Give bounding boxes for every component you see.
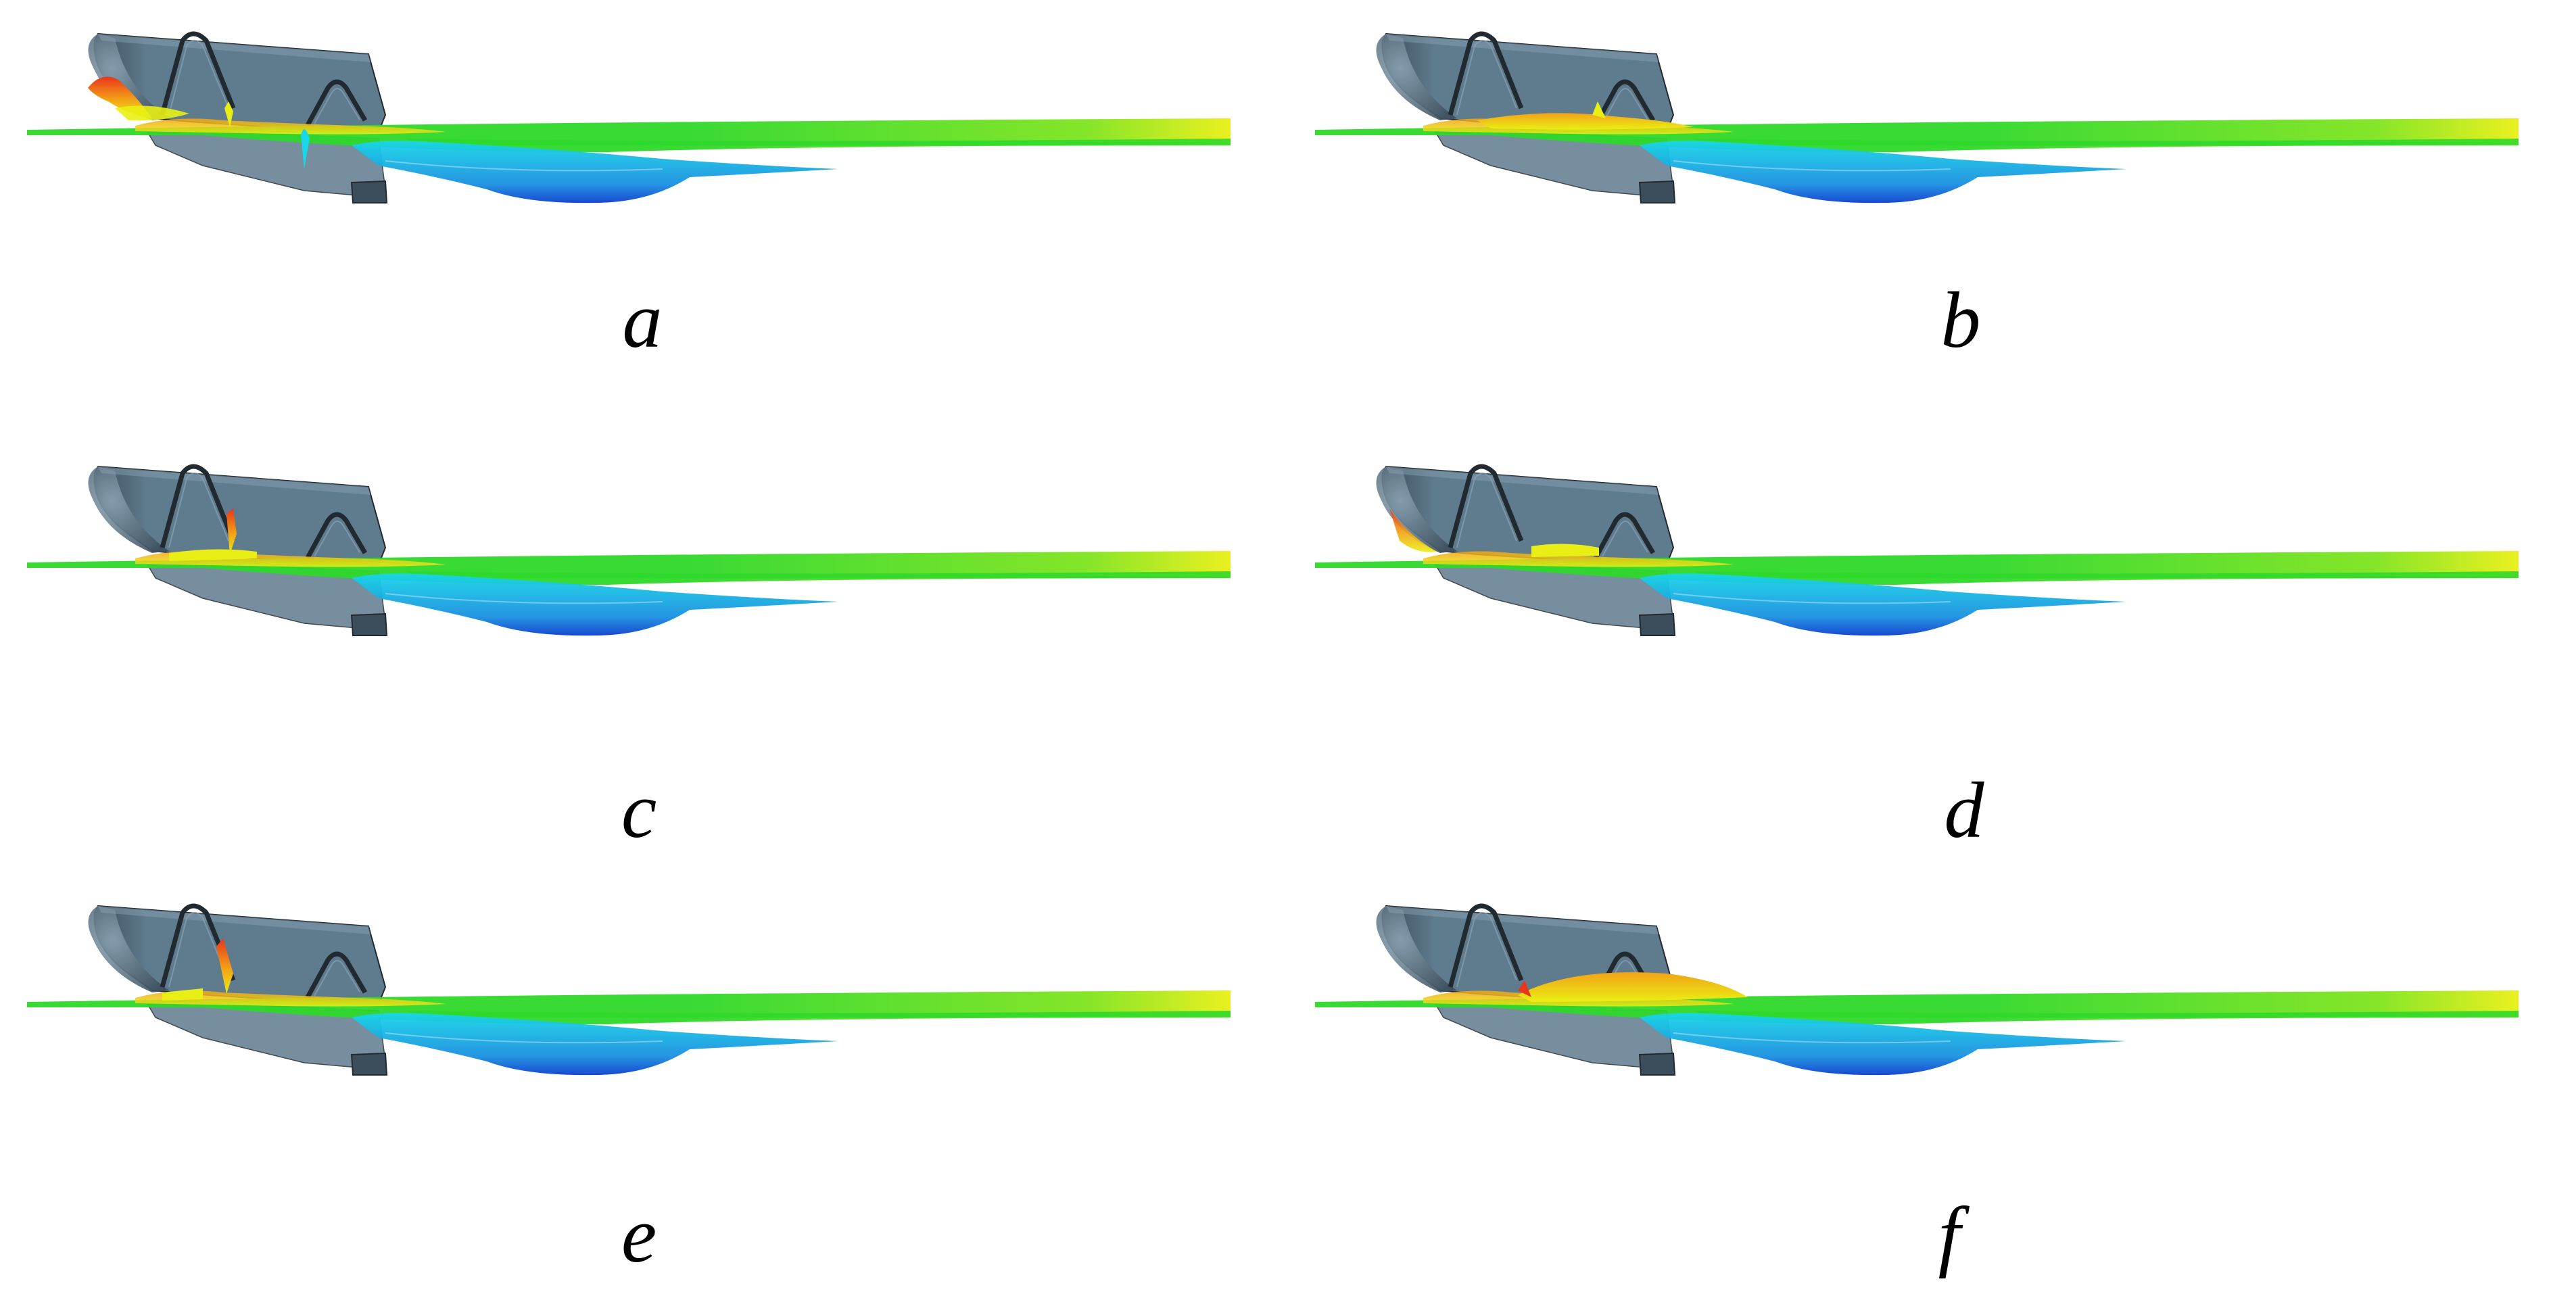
ship-wave-render <box>1315 31 2519 203</box>
panel-e: e <box>0 872 1288 1291</box>
panel-label-d: d <box>1944 766 1984 855</box>
panel-label-a: a <box>622 276 663 364</box>
panel-a: a <box>0 0 1288 419</box>
panel-label-c: c <box>621 766 657 855</box>
ship-wave-render <box>27 903 1231 1076</box>
panel-label-b: b <box>1940 276 1981 364</box>
panel-f: f <box>1288 872 2576 1291</box>
ship-wave-render <box>27 31 1231 203</box>
panel-label-e: e <box>621 1191 657 1279</box>
panel-b: b <box>1288 0 2576 419</box>
ship-wave-render <box>27 464 1231 636</box>
ship-wave-render <box>1315 903 2519 1076</box>
panel-c: c <box>0 433 1288 852</box>
panel-d: d <box>1288 433 2576 852</box>
ship-wave-render <box>1315 464 2519 636</box>
panel-label-f: f <box>1938 1191 1961 1279</box>
